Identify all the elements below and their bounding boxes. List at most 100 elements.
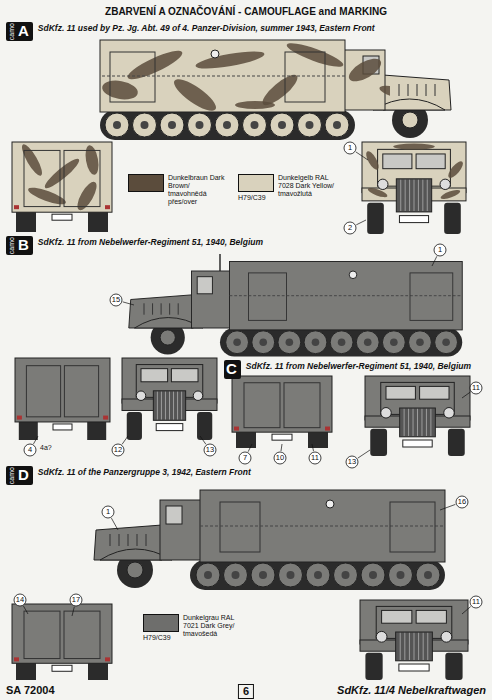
callout-number: 15: [112, 296, 120, 305]
leader-line: [72, 607, 74, 616]
wheel-hub: [286, 338, 294, 346]
grille-bar: [173, 392, 174, 420]
grille-bar: [400, 180, 401, 211]
headlight: [376, 631, 387, 642]
scheme-letter: B: [18, 237, 29, 254]
grille: [400, 408, 436, 437]
camo-stripe: [26, 184, 67, 207]
tail-light: [14, 205, 19, 209]
road-wheel: [356, 331, 379, 354]
halftrack-front-view: [365, 376, 470, 456]
callout-number: 11: [472, 598, 480, 607]
headlight: [444, 408, 455, 419]
wheel-hub: [278, 121, 286, 129]
leader-line: [358, 450, 370, 458]
road-wheel: [435, 331, 458, 354]
camo-stripe: [446, 159, 465, 180]
rear-panel: [110, 52, 155, 102]
grille-bar: [157, 392, 158, 420]
camo-badge: camoD: [6, 466, 33, 485]
scheme-letter: C: [226, 361, 237, 378]
road-wheel: [325, 113, 349, 137]
panel-line: [200, 526, 445, 527]
page-title: ZBARVENÍ A OZNAČOVÁNÍ - CAMOUFLAGE and M…: [105, 6, 387, 18]
grille-bar: [421, 409, 422, 436]
scheme-heading: SdKfz. 11 from Nebelwerfer-Regiment 51, …: [38, 238, 263, 248]
rear-body: [232, 376, 332, 432]
callout-circle: [14, 594, 26, 606]
wheel-right: [444, 203, 461, 234]
scheme-heading: SdKfz. 11 used by Pz. Jg. Abt. 49 of 4. …: [38, 24, 375, 34]
wheel-hub: [390, 338, 398, 346]
leader-line: [23, 606, 28, 614]
callout-number: 4: [28, 446, 32, 455]
hood-louvre: [399, 84, 400, 96]
hood-louvre: [137, 534, 138, 546]
camo-badge: C: [224, 360, 241, 379]
camo-tag: camo: [8, 23, 15, 40]
grille: [153, 391, 185, 421]
leader-line: [356, 220, 366, 225]
track: [190, 560, 445, 590]
grille-bar: [408, 409, 409, 436]
road-wheel: [361, 563, 385, 587]
leader-line: [123, 302, 134, 305]
road-wheel: [409, 331, 432, 354]
road-wheel: [243, 113, 267, 137]
wheel-right: [197, 412, 212, 440]
cab: [343, 50, 385, 110]
cross-marking: [326, 500, 334, 508]
headlight: [378, 179, 388, 189]
grille-bar: [181, 392, 182, 420]
callout-number: 13: [348, 458, 356, 467]
camo-stripe: [235, 101, 275, 109]
callout-marks: [14, 142, 482, 616]
wheel-hub: [233, 338, 241, 346]
leader-line: [33, 436, 38, 444]
leader-line: [462, 392, 470, 398]
callout-circle: [70, 594, 82, 606]
note-text: SA 72004: [6, 684, 55, 697]
wheel-hub: [259, 571, 267, 579]
callout-number: 1: [106, 508, 110, 517]
callout-circle: [434, 244, 446, 256]
tail-light: [325, 427, 330, 431]
wheel-hub: [223, 121, 231, 129]
licence-plate: [399, 664, 429, 671]
wheel-hub: [204, 571, 212, 579]
grille-bar: [418, 180, 419, 211]
hood-louvre: [426, 84, 427, 96]
windshield: [416, 154, 445, 169]
camo-stripe: [364, 149, 381, 171]
leader-line: [356, 152, 368, 160]
rear-body: [15, 358, 110, 422]
road-wheel: [298, 113, 322, 137]
licence-plate: [403, 440, 432, 447]
windshield: [171, 369, 198, 382]
wheel-hub: [338, 338, 346, 346]
camo-pattern: [19, 142, 101, 212]
grille-bar: [426, 409, 427, 436]
tail-light: [105, 657, 110, 661]
wheel-hub: [314, 571, 322, 579]
side-door: [285, 52, 325, 102]
halftrack-front-view: [362, 142, 466, 234]
camo-stripe: [285, 40, 345, 71]
color-swatch: [143, 614, 179, 632]
hood-louvre: [435, 84, 436, 96]
leader-line: [440, 504, 455, 510]
grille-bar: [169, 392, 170, 420]
hood-louvre: [144, 303, 145, 314]
scheme-letter: D: [18, 467, 29, 484]
callout-number: 11: [311, 454, 319, 463]
halftrack-side-view: [100, 39, 451, 140]
callout-number: 14: [16, 596, 24, 605]
note-text: SdKfz. 11/4 Nebelkraftwagen: [337, 684, 486, 697]
halftrack-rear-view: [12, 142, 112, 232]
wheel-hub: [333, 121, 341, 129]
headlight: [193, 391, 203, 401]
leader-line: [281, 444, 282, 451]
leader-line: [111, 518, 118, 530]
windshield: [382, 610, 412, 623]
windshield: [420, 386, 449, 399]
